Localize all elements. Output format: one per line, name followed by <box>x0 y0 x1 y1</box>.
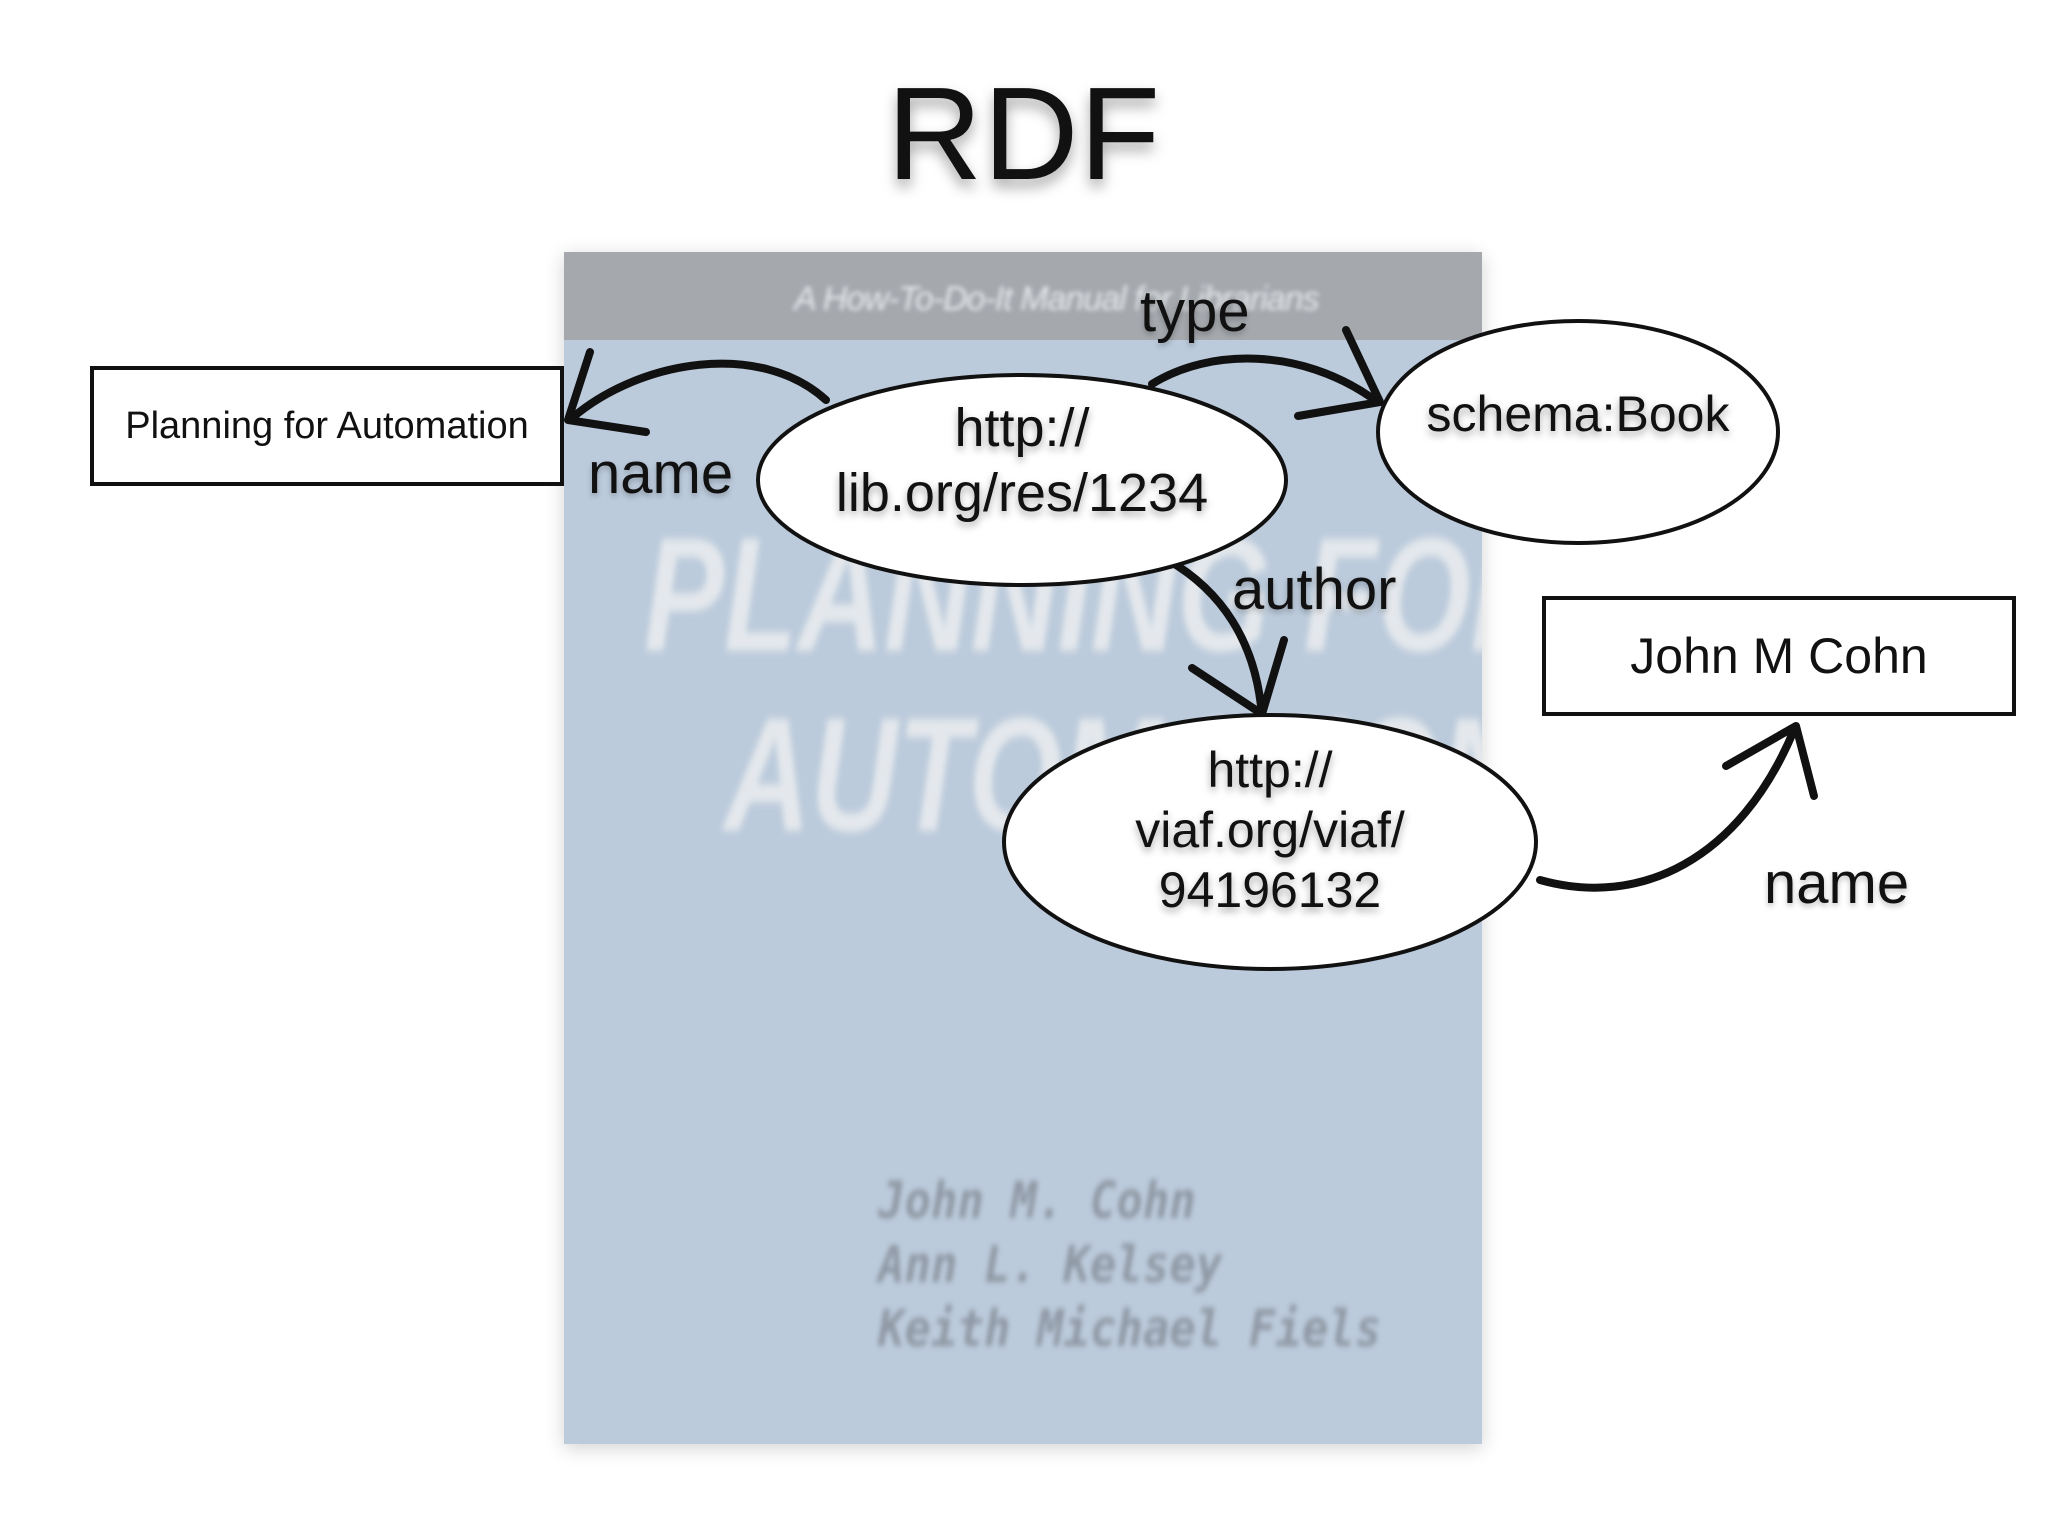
edge-type <box>1148 354 1376 402</box>
edge-name-author-arrowhead <box>1722 722 1818 800</box>
node-book-uri <box>756 373 1288 587</box>
edge-label-name-author: name <box>1764 851 1910 916</box>
edge-label-name-book: name <box>588 441 734 506</box>
cover-author-3: Keith Michael Fiels <box>878 1300 1382 1359</box>
node-author-uri-label: http:// viaf.org/viaf/ 94196132 <box>1135 742 1405 918</box>
cover-author-1: John M. Cohn <box>878 1172 1196 1231</box>
edge-name-author <box>1536 726 1798 892</box>
edge-author <box>1164 556 1266 720</box>
node-author-uri <box>1002 713 1538 971</box>
literal-book-title: Planning for Automation <box>90 366 564 486</box>
node-schema-book <box>1376 319 1780 545</box>
edge-label-type: type <box>1140 279 1250 344</box>
cover-tagline: A How-To-Do-It Manual for Librarians <box>794 280 1320 318</box>
page-title: RDF <box>886 60 1162 207</box>
edge-name-book-arrowhead <box>564 348 650 436</box>
literal-author-name: John M Cohn <box>1542 596 2016 716</box>
edge-type-arrowhead <box>1294 326 1384 420</box>
cover-author-2: Ann L. Kelsey <box>878 1236 1223 1295</box>
node-schema-book-label: schema:Book <box>1426 386 1730 442</box>
edge-label-author: author <box>1232 557 1397 622</box>
cover-header-band <box>564 252 1482 340</box>
node-book-uri-label: http:// lib.org/res/1234 <box>835 398 1209 523</box>
literal-author-name-text: John M Cohn <box>1630 628 1928 684</box>
edge-author-arrowhead <box>1188 636 1288 718</box>
edge-name-book <box>568 359 830 422</box>
literal-book-title-text: Planning for Automation <box>125 404 529 447</box>
